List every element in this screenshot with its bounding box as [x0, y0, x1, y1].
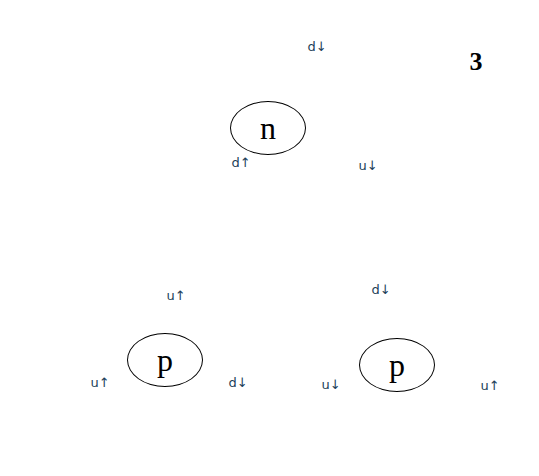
quark-circle: u↓	[290, 98, 414, 222]
quark-label: d↑	[229, 151, 253, 175]
quark-disc	[240, 2, 356, 118]
mass-number: 3	[470, 47, 483, 77]
quark-label: u↑	[478, 374, 502, 398]
quark-circle: u↑	[23, 323, 147, 447]
quark-disc	[410, 330, 530, 450]
quark-label: d↓	[226, 371, 250, 395]
nucleon-label: n	[230, 101, 306, 155]
quark-circle: d↓	[325, 230, 445, 350]
quark-label: u↓	[319, 373, 343, 397]
quark-label: u↓	[356, 154, 380, 178]
quark-label: d↓	[369, 278, 393, 302]
quark-disc	[23, 323, 147, 447]
nucleon-circle: p u↑ u↑ d↓	[28, 230, 272, 474]
quark-circle: u↑	[410, 330, 530, 450]
nucleon-label: p	[127, 333, 203, 387]
nucleon-circle: n d↓ d↑ u↓	[165, 13, 409, 257]
quark-disc	[290, 98, 414, 222]
nucleon-label: p	[359, 338, 435, 392]
quark-circle: d↓	[240, 2, 356, 118]
quark-label: u↑	[88, 371, 112, 395]
quark-label: u↑	[164, 284, 188, 308]
quark-label: d↓	[305, 35, 329, 59]
nucleon-circle: p d↓ u↓ u↑	[280, 232, 530, 476]
